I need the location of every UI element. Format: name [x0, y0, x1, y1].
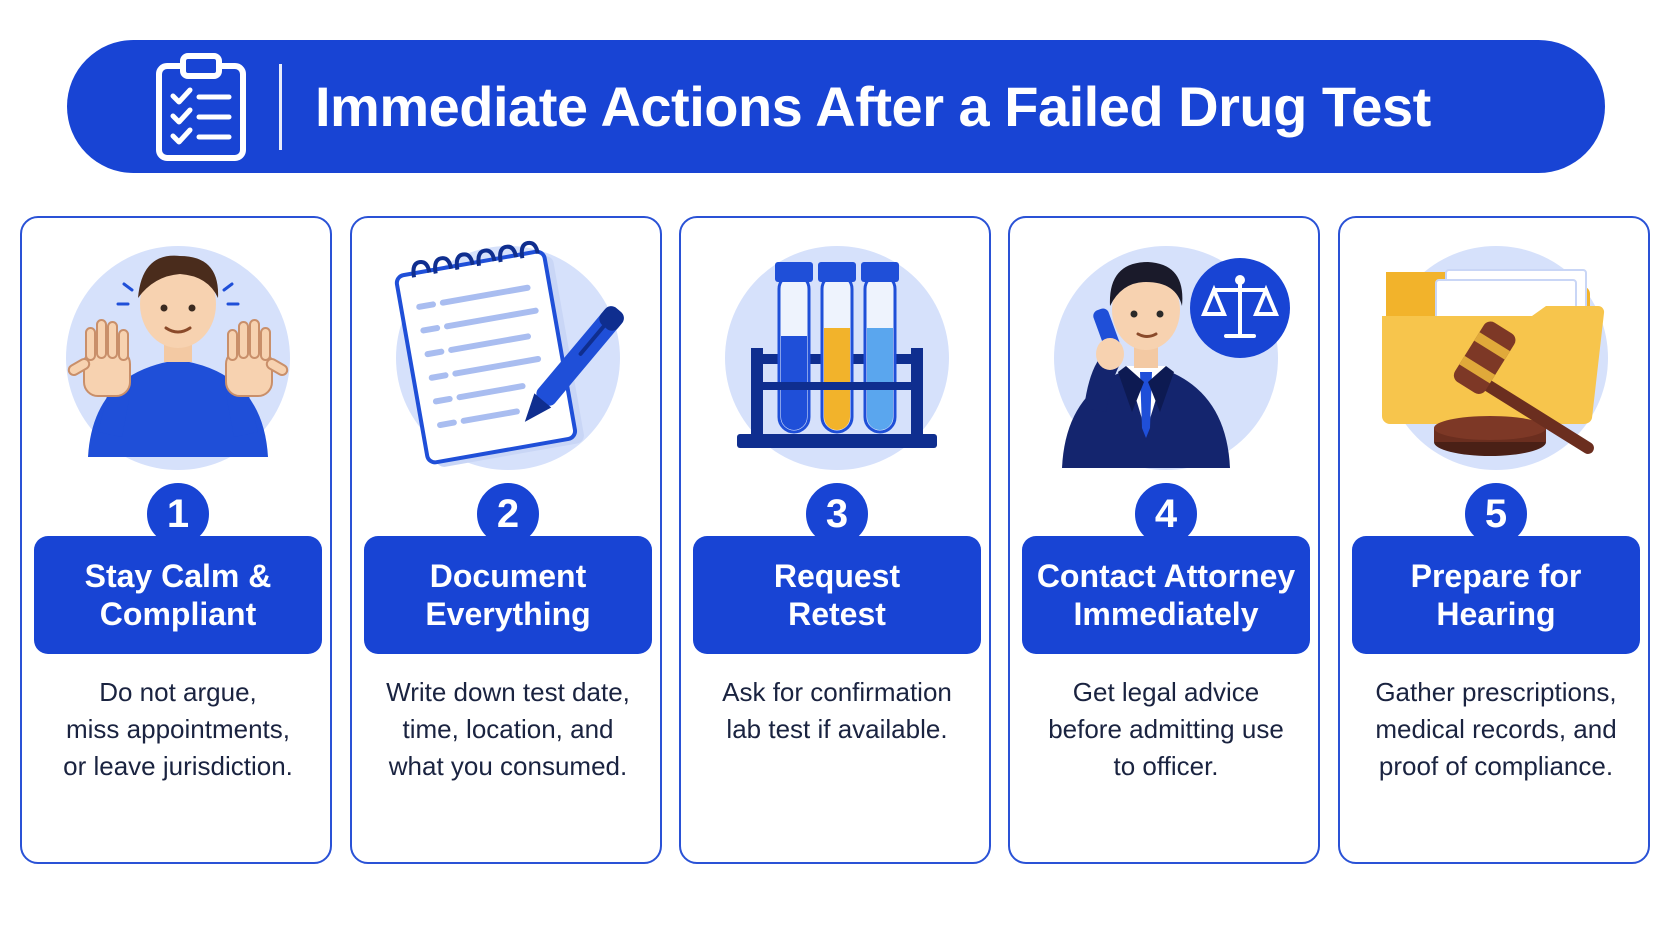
step-description: Get legal advice before admitting use to…: [1048, 677, 1284, 781]
step-title-box: Prepare for Hearing: [1352, 536, 1640, 654]
step-title: Stay Calm & Compliant: [84, 558, 272, 632]
attorney-phone-scales-icon: [1062, 258, 1290, 468]
header-banner: Immediate Actions After a Failed Drug Te…: [67, 40, 1605, 173]
step-title-box: Stay Calm & Compliant: [34, 536, 322, 654]
step-card-1: 1 Stay Calm & Compliant Do not argue, mi…: [20, 216, 332, 864]
step-description: Gather prescriptions, medical records, a…: [1375, 677, 1617, 781]
step-title: Prepare for Hearing: [1410, 558, 1582, 632]
step-description: Do not argue, miss appointments, or leav…: [63, 677, 293, 781]
page-title: Immediate Actions After a Failed Drug Te…: [315, 75, 1431, 138]
step-title-box: Contact Attorney Immediately: [1022, 536, 1310, 654]
step-card-5: 5 Prepare for Hearing Gather prescriptio…: [1338, 216, 1650, 864]
calm-person-hands-up-icon: [67, 255, 289, 457]
step-title-box: Document Everything: [364, 536, 652, 654]
step-card-3: 3 Request Retest Ask for confirmation la…: [679, 216, 991, 864]
step-title-box: Request Retest: [693, 536, 981, 654]
header-divider: [279, 64, 282, 150]
step-card-4: 4 Contact Attorney Immediately Get legal…: [1008, 216, 1320, 864]
folder-gavel-icon: [1382, 269, 1605, 456]
step-card-2: 2 Document Everything Write down test da…: [350, 216, 662, 864]
step-description: Ask for confirmation lab test if availab…: [722, 677, 952, 744]
test-tubes-icon: [737, 262, 937, 448]
step-description: Write down test date, time, location, an…: [386, 677, 630, 781]
step-title: Document Everything: [425, 558, 591, 632]
step-title: Contact Attorney Immediately: [1036, 558, 1296, 632]
notepad-pen-icon: [394, 240, 624, 467]
step-title: Request Retest: [773, 558, 901, 632]
clipboard-checklist-icon: [156, 53, 246, 161]
